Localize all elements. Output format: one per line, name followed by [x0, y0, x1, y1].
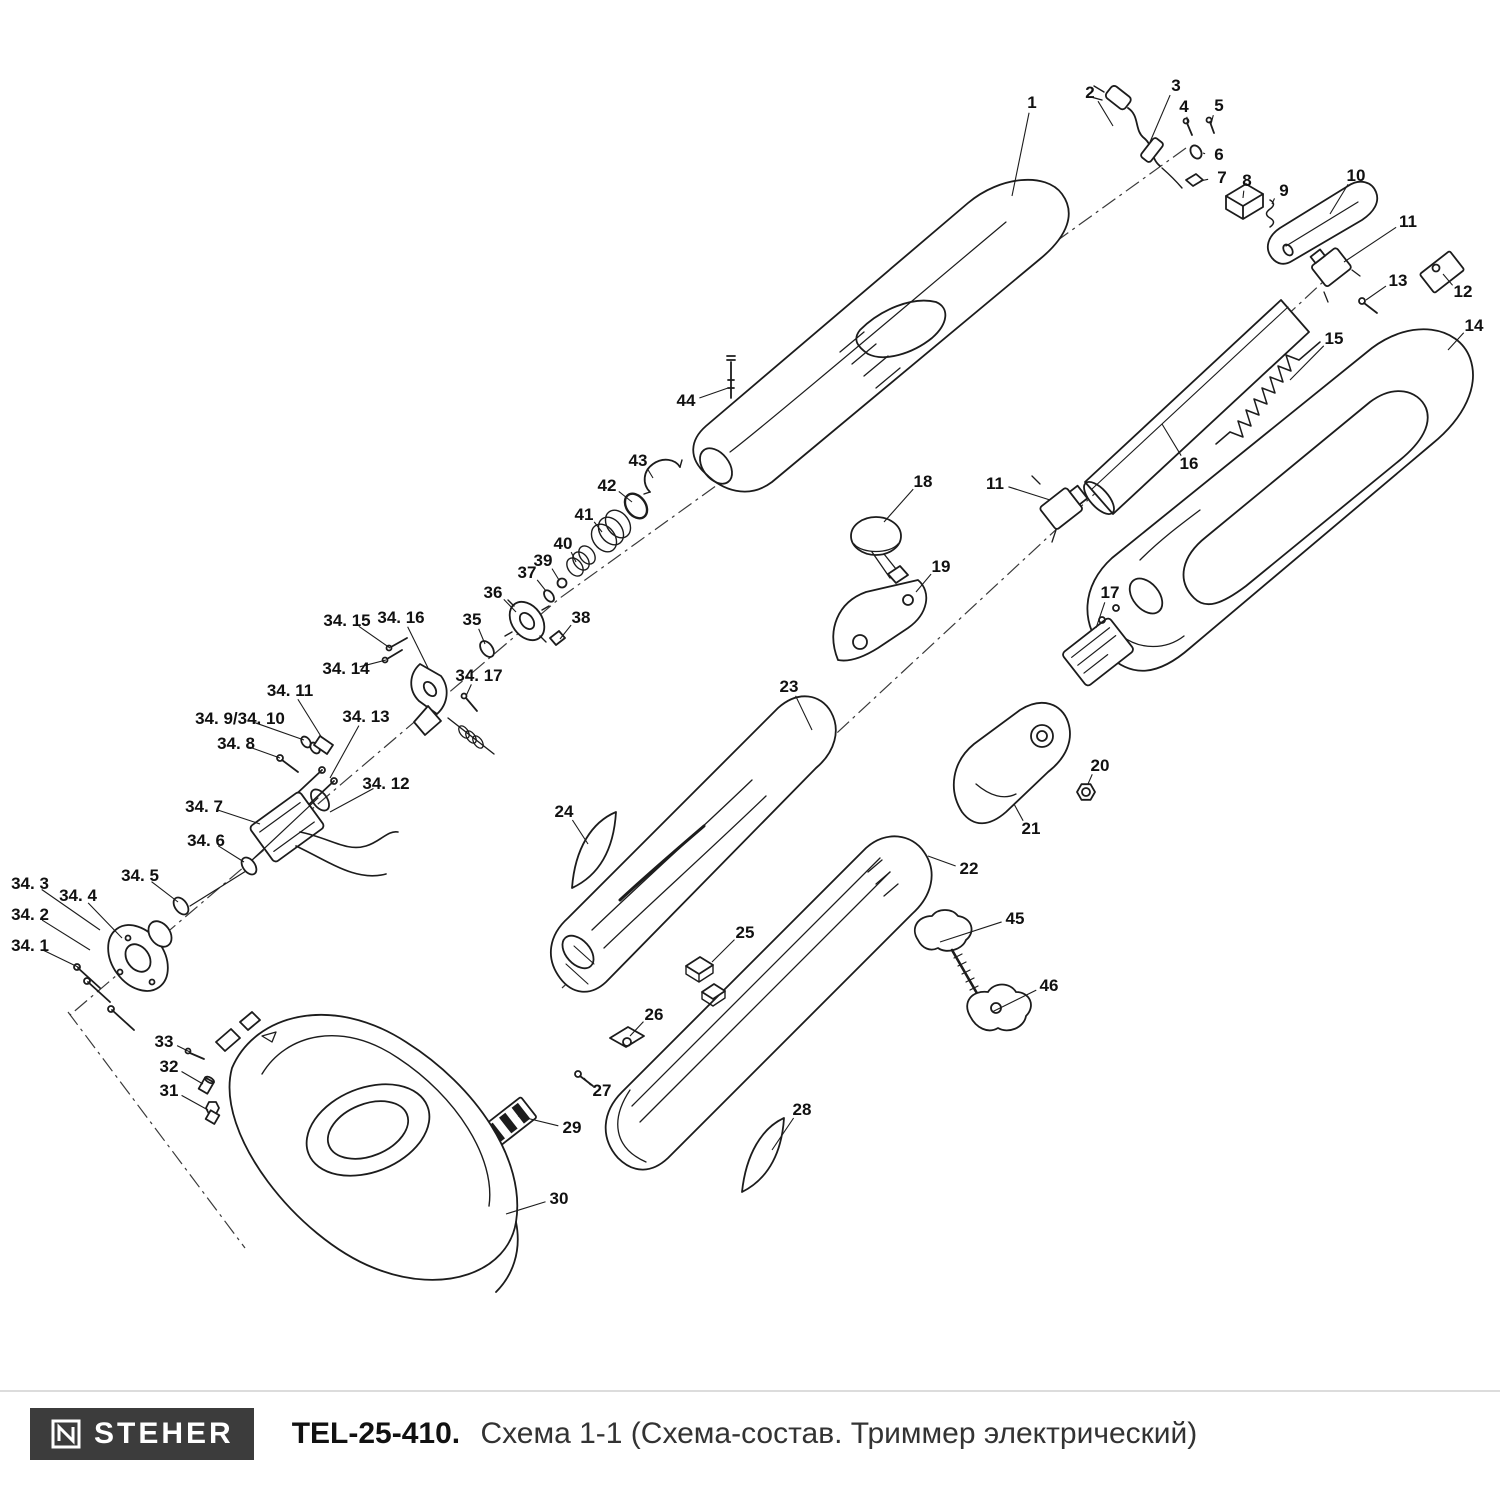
part-36-spool-hub [504, 599, 550, 643]
part-40-spring [566, 545, 596, 577]
part-44-screw [726, 355, 736, 399]
part-13-screw [1358, 297, 1378, 314]
part-21-handle-clamp [952, 701, 1071, 825]
part-18-handle-knob [850, 516, 909, 584]
part-9-spring [1265, 199, 1275, 228]
part-45-wing-bolt [913, 909, 984, 1004]
part-11-shaft-coupler-upper [1309, 247, 1361, 303]
part-7-cable-clamp [1185, 173, 1204, 187]
part-25-spacer-blocks [685, 956, 726, 1007]
part-1-motor-housing [692, 178, 1070, 493]
footer-caption: TEL-25-410. Схема 1-1 (Схема-состав. Три… [292, 1417, 1198, 1451]
part-5-pin [1205, 116, 1215, 134]
part-33-screw [184, 1047, 205, 1060]
part-43-clip [643, 458, 683, 495]
part-10-handle-lever [1266, 180, 1379, 265]
part-28-guard-extension [741, 1117, 785, 1193]
part-14-rear-handle-housing [1086, 328, 1474, 672]
steher-logo-text: STEHER [94, 1417, 234, 1450]
part-20-nut [1076, 783, 1096, 801]
part-37-bushing [543, 589, 555, 603]
part-39-washer [556, 577, 568, 589]
exploded-diagram [41, 85, 1474, 1293]
part-19-handle-bracket [832, 579, 928, 662]
model-number: TEL-25-410. [291, 1417, 461, 1450]
part-22-lower-housing [604, 835, 933, 1171]
part-17-label-plate [1062, 604, 1134, 687]
part-32-bushing [197, 1075, 215, 1095]
parts-drawing [73, 85, 1474, 1293]
part-41-spool-spring [590, 509, 632, 553]
part-11-shaft-coupler-lower [1031, 475, 1089, 543]
part-6-grommet [1189, 144, 1203, 160]
part-26-clamp-plate [609, 1026, 645, 1048]
footer: STEHER TEL-25-410. Схема 1-1 (Схема-сост… [0, 1390, 1500, 1500]
part-12-bracket-plate [1419, 250, 1465, 294]
part-38-nut [549, 630, 566, 646]
part-8-switch [1225, 183, 1264, 220]
steher-logo-icon [51, 1419, 81, 1449]
footer-divider [0, 1390, 1500, 1392]
part-34-motor-assembly [73, 637, 495, 1031]
part-3-cord-ferrule [1140, 137, 1183, 189]
steher-logo: STEHER [30, 1408, 254, 1460]
part-16-shaft-tube [1083, 299, 1310, 515]
part-35-washer [479, 640, 495, 658]
part-42-ring [623, 492, 649, 520]
part-24-guard-extension [571, 811, 617, 889]
part-15-spring-long [1215, 341, 1321, 445]
leader-lines [41, 94, 1465, 1215]
part-23-shaft-housing [550, 695, 837, 993]
part-30-guard [215, 1011, 519, 1293]
scheme-title: Схема 1-1 (Схема-состав. Триммер электри… [480, 1417, 1198, 1450]
part-31-nut [204, 1101, 221, 1125]
